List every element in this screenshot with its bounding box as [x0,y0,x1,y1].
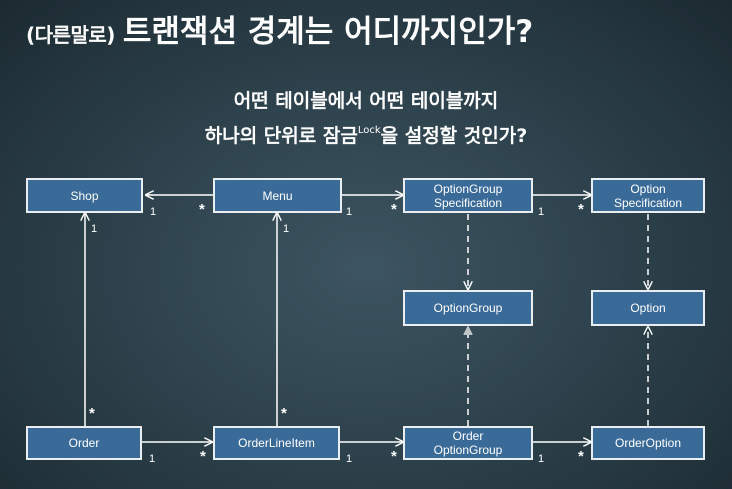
multiplicity-order-orderlineitem-one: 1 [149,453,156,465]
class-label-order-option-group-line2: OptionGroup [433,443,503,457]
multiplicity-menu-orderlineitem-many: * [281,405,287,422]
class-box-order-option-group: Order OptionGroup [403,426,533,460]
class-label-menu: Menu [262,188,293,203]
class-box-order-option: OrderOption [591,426,705,460]
title-prefix: (다른말로) [26,23,115,47]
class-label-option-group-specification-line2: Specification [433,195,503,210]
multiplicity-orderlineitem-oog-many: * [391,448,397,465]
slide-title: (다른말로) 트랜잭션 경계는 어디까지인가? [26,6,533,50]
multiplicity-menu-orderlineitem-one: 1 [283,223,290,235]
class-label-option-group: OptionGroup [433,301,503,315]
subtitle-line-2-end: 을 설정할 것인가? [380,125,528,147]
multiplicity-orderlineitem-oog-one: 1 [346,453,353,465]
class-box-option-group-specification: OptionGroup Specification [403,178,533,213]
class-box-option-specification: Option Specification [591,178,705,213]
class-label-order-option: OrderOption [614,436,682,450]
class-label-option-group-specification-line1: OptionGroup [433,181,503,196]
multiplicity-oog-orderoption-one: 1 [538,453,545,465]
class-box-shop: Shop [26,178,143,213]
class-box-option: Option [591,290,705,326]
class-box-order: Order [26,426,142,460]
multiplicity-menu-ogspec-many: * [391,201,397,218]
class-label-order-line-item: OrderLineItem [238,436,315,450]
multiplicity-shop-order-many: * [89,405,95,422]
class-box-option-group: OptionGroup [403,290,533,326]
multiplicity-ogspec-ospec-one: 1 [538,206,545,218]
class-label-option-specification-line1: Option [630,181,666,196]
subtitle-lock-superscript: Lock [357,125,381,136]
multiplicity-shop-menu-many: * [199,201,205,218]
subtitle-line-1: 어떤 테이블에서 어떤 테이블까지 [233,90,499,112]
subtitle-line-2: 하나의 단위로 잠금Lock을 설정할 것인가? [0,116,732,151]
class-label-shop: Shop [70,188,99,203]
multiplicity-oog-orderoption-many: * [578,448,584,465]
multiplicity-ogspec-ospec-many: * [578,201,584,218]
class-label-order: Order [68,436,100,450]
class-box-menu: Menu [213,178,342,213]
multiplicity-order-orderlineitem-many: * [200,448,206,465]
subtitle-line-2-text: 하나의 단위로 잠금 [204,125,358,147]
class-label-order-option-group-line1: Order [452,429,484,443]
multiplicity-shop-menu-one: 1 [150,206,157,218]
class-box-order-line-item: OrderLineItem [213,426,340,460]
multiplicity-shop-order-one: 1 [91,223,98,235]
class-label-option: Option [630,301,666,315]
title-main: 트랜잭션 경계는 어디까지인가? [122,14,534,50]
multiplicity-menu-ogspec-one: 1 [346,206,353,218]
class-label-option-specification-line2: Specification [613,195,683,210]
